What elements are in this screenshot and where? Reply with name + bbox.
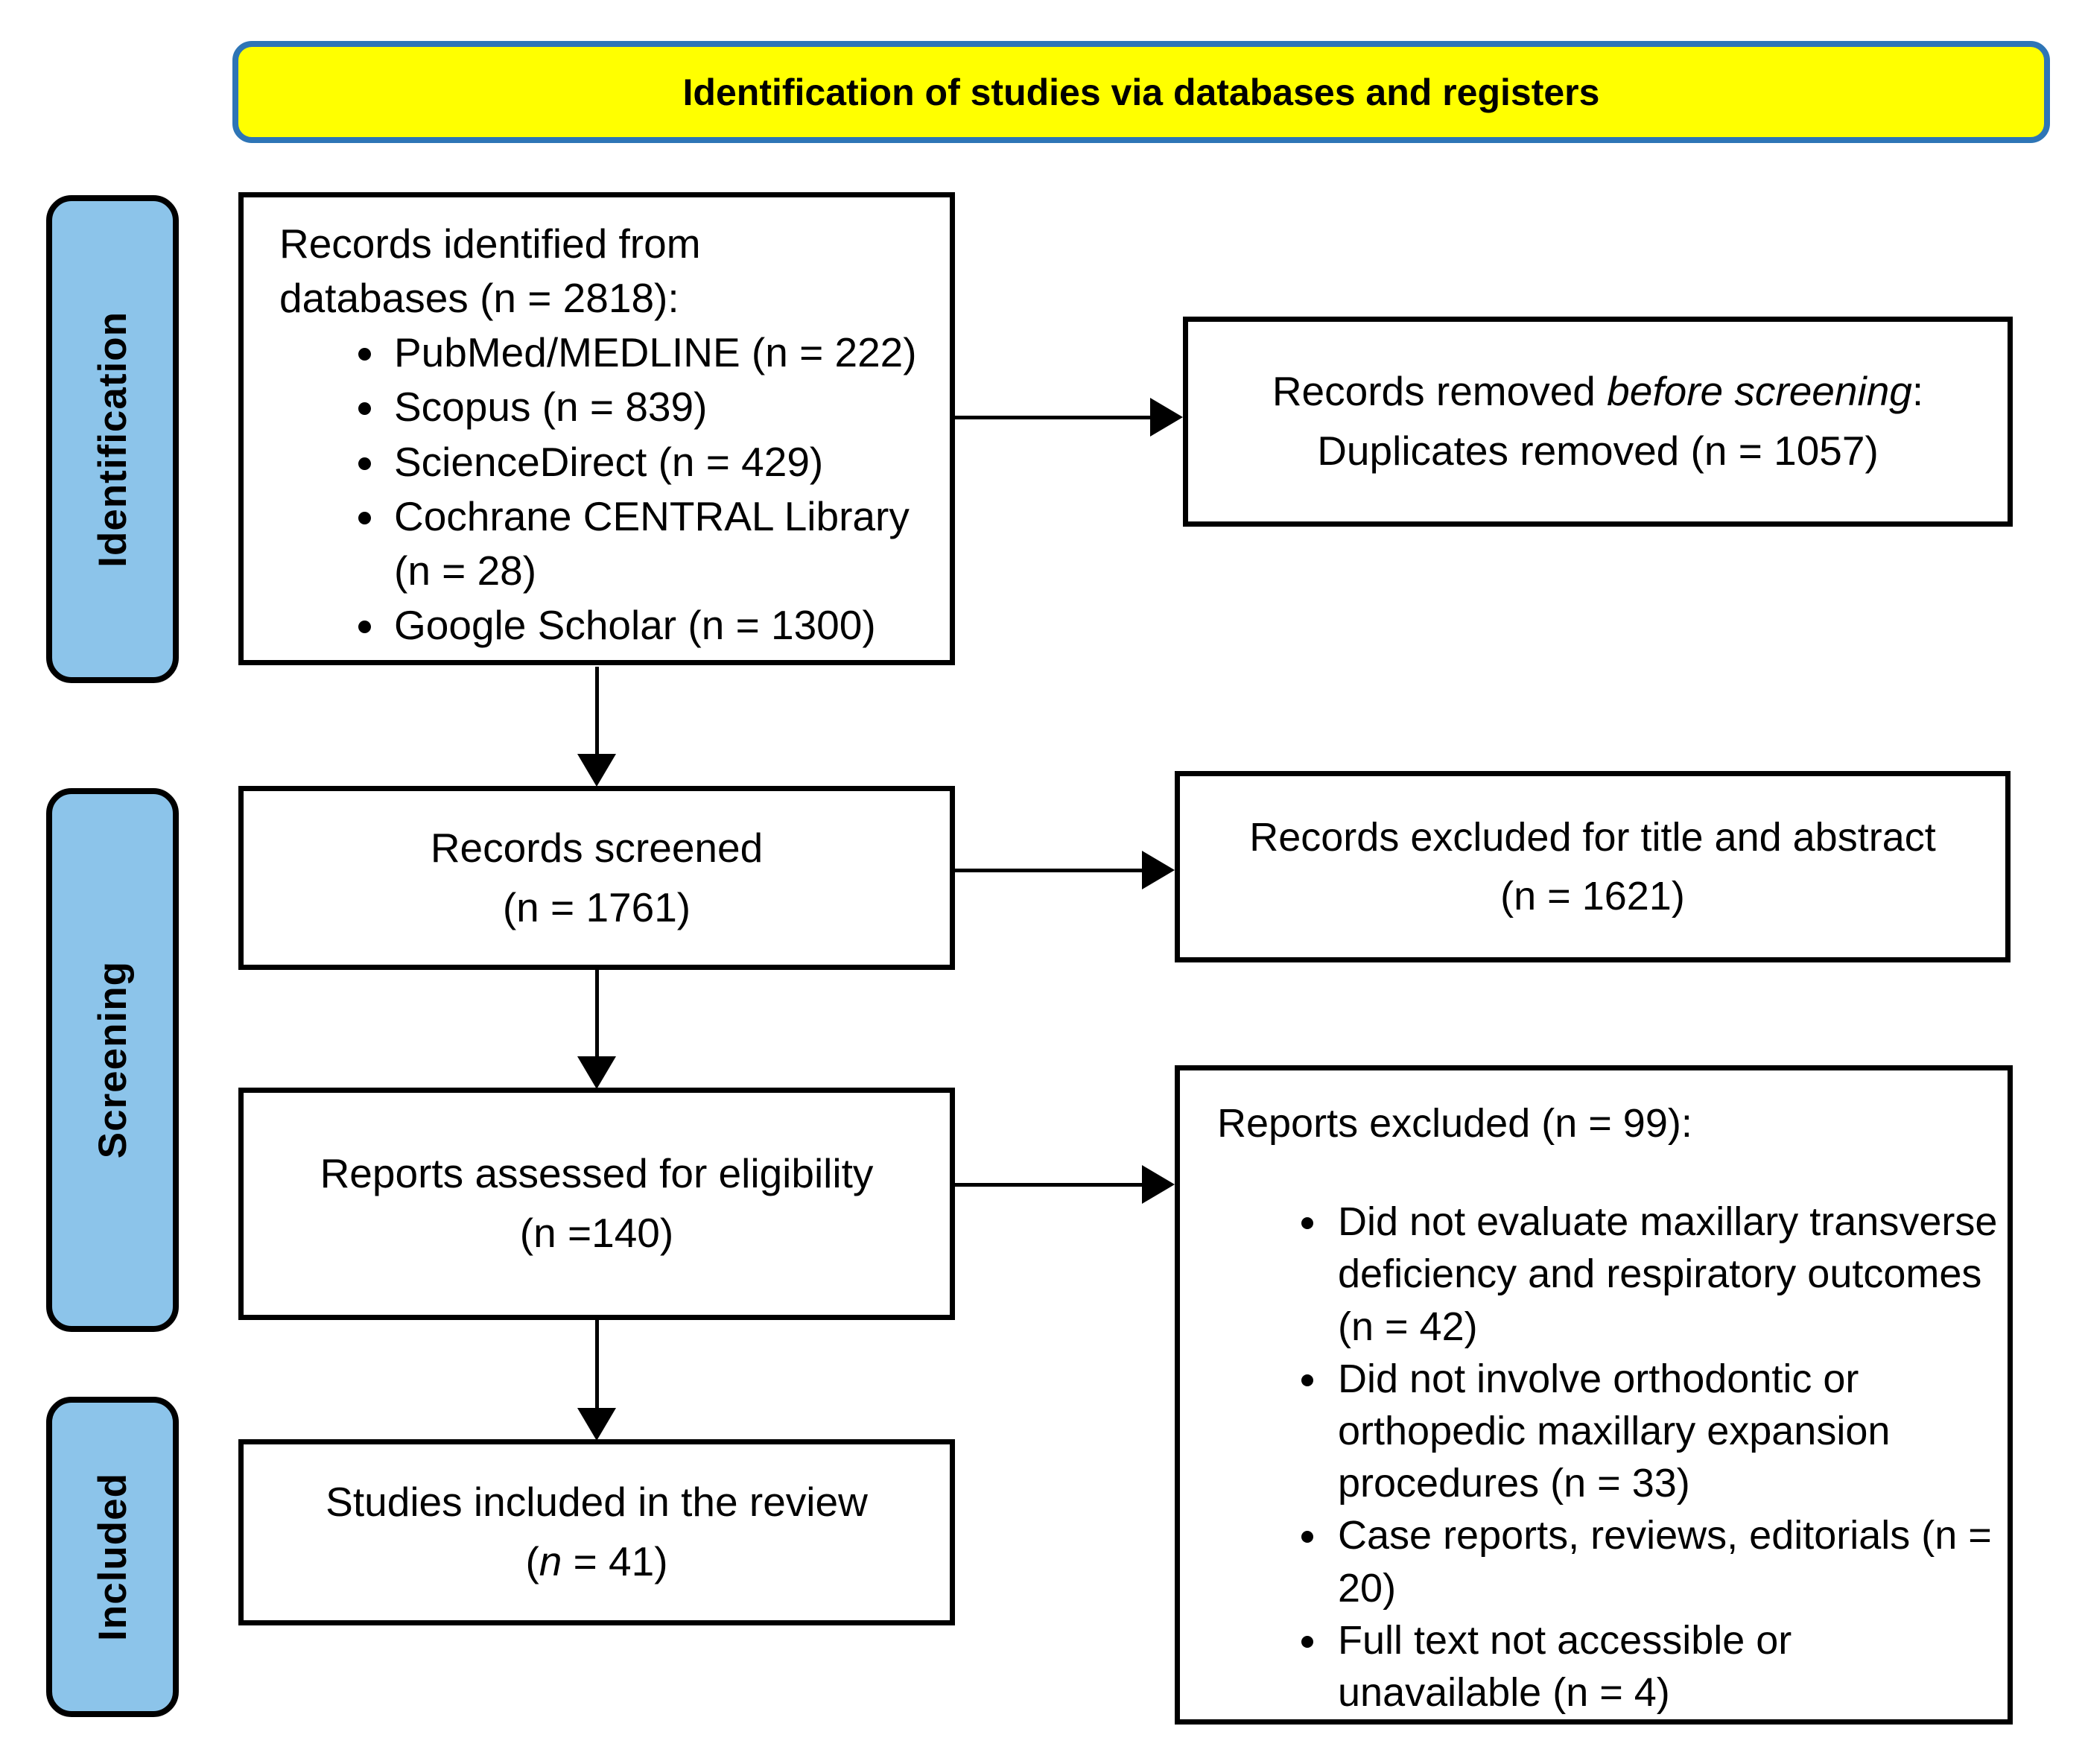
reports-excluded-heading: Reports excluded (n = 99):	[1217, 1101, 1692, 1146]
arrow-assessed-to-included-line	[595, 1320, 599, 1408]
reports-assessed-line1: Reports assessed for eligibility	[320, 1150, 874, 1197]
title-banner: Identification of studies via databases …	[232, 41, 2050, 143]
reports-assessed-box: Reports assessed for eligibility (n =140…	[238, 1088, 955, 1320]
records-removed-line1-suffix: :	[1911, 368, 1924, 415]
records-removed-line1-prefix: Records removed	[1272, 368, 1608, 415]
studies-included-line2-prefix: (	[525, 1538, 539, 1584]
arrow-identified-to-screened-line	[595, 667, 599, 754]
records-identified-box: Records identified from databases (n = 2…	[238, 192, 955, 665]
studies-included-line2: (n = 41)	[525, 1532, 667, 1592]
phase-label-identification: Identification	[46, 195, 179, 683]
records-removed-line1-italic: before screening	[1607, 368, 1912, 415]
bullet-item: Full text not accessible or unavailable …	[1330, 1614, 2000, 1719]
reports-assessed-line2: (n =140)	[519, 1210, 674, 1256]
arrow-assessed-to-included-head	[577, 1408, 616, 1441]
records-identified-line2: databases (n = 2818):	[279, 275, 679, 322]
records-excluded-line2: (n = 1621)	[1500, 873, 1685, 919]
records-screened-line1: Records screened	[430, 824, 764, 871]
bullet-item: Did not evaluate maxillary transverse de…	[1330, 1196, 2000, 1353]
arrow-screened-to-excluded-line	[955, 869, 1142, 872]
studies-included-line2-italic: n	[539, 1538, 562, 1584]
records-removed-line1: Records removed before screening:	[1272, 362, 1923, 422]
bullet-item: Google Scholar (n = 1300)	[388, 598, 930, 653]
arrow-screened-to-assessed-line	[595, 970, 599, 1056]
bullet-item: Did not involve orthodontic or orthopedi…	[1330, 1353, 2000, 1510]
studies-included-box: Studies included in the review (n = 41)	[238, 1439, 955, 1625]
bullet-item: PubMed/MEDLINE (n = 222)	[388, 326, 930, 380]
records-identified-bullet-list: PubMed/MEDLINE (n = 222) Scopus (n = 839…	[279, 326, 930, 653]
phase-label-screening: Screening	[46, 788, 179, 1332]
reports-excluded-bullet-list: Did not evaluate maxillary transverse de…	[1217, 1196, 2000, 1719]
bullet-item: ScienceDirect (n = 429)	[388, 435, 930, 489]
arrow-assessed-to-excluded-head	[1142, 1165, 1175, 1204]
phase-label-identification-text: Identification	[90, 311, 135, 568]
reports-excluded-box: Reports excluded (n = 99): Did not evalu…	[1175, 1065, 2013, 1725]
records-removed-box: Records removed before screening: Duplic…	[1183, 317, 2013, 527]
arrow-assessed-to-excluded-line	[955, 1183, 1142, 1187]
records-excluded-box: Records excluded for title and abstract …	[1175, 771, 2011, 962]
records-screened-box: Records screened (n = 1761)	[238, 786, 955, 970]
bullet-item: Scopus (n = 839)	[388, 380, 930, 434]
studies-included-line1: Studies included in the review	[326, 1479, 868, 1526]
title-banner-text: Identification of studies via databases …	[682, 71, 1600, 113]
arrow-identified-to-screened-head	[577, 754, 616, 787]
arrow-identified-to-removed-line	[953, 416, 1150, 419]
studies-included-line2-suffix: = 41)	[562, 1538, 668, 1584]
records-removed-line2: Duplicates removed (n = 1057)	[1317, 428, 1879, 474]
records-screened-line2: (n = 1761)	[502, 883, 691, 930]
bullet-item: Case reports, reviews, editorials (n = 2…	[1330, 1509, 2000, 1614]
records-identified-line1: Records identified from	[279, 220, 701, 267]
records-excluded-line1: Records excluded for title and abstract	[1249, 815, 1936, 860]
phase-label-included-text: Included	[90, 1473, 135, 1641]
arrow-identified-to-removed-head	[1150, 398, 1183, 437]
arrow-screened-to-assessed-head	[577, 1056, 616, 1089]
arrow-screened-to-excluded-head	[1142, 851, 1175, 889]
bullet-item: Cochrane CENTRAL Library (n = 28)	[388, 489, 930, 598]
phase-label-included: Included	[46, 1397, 179, 1717]
phase-label-screening-text: Screening	[90, 961, 135, 1159]
